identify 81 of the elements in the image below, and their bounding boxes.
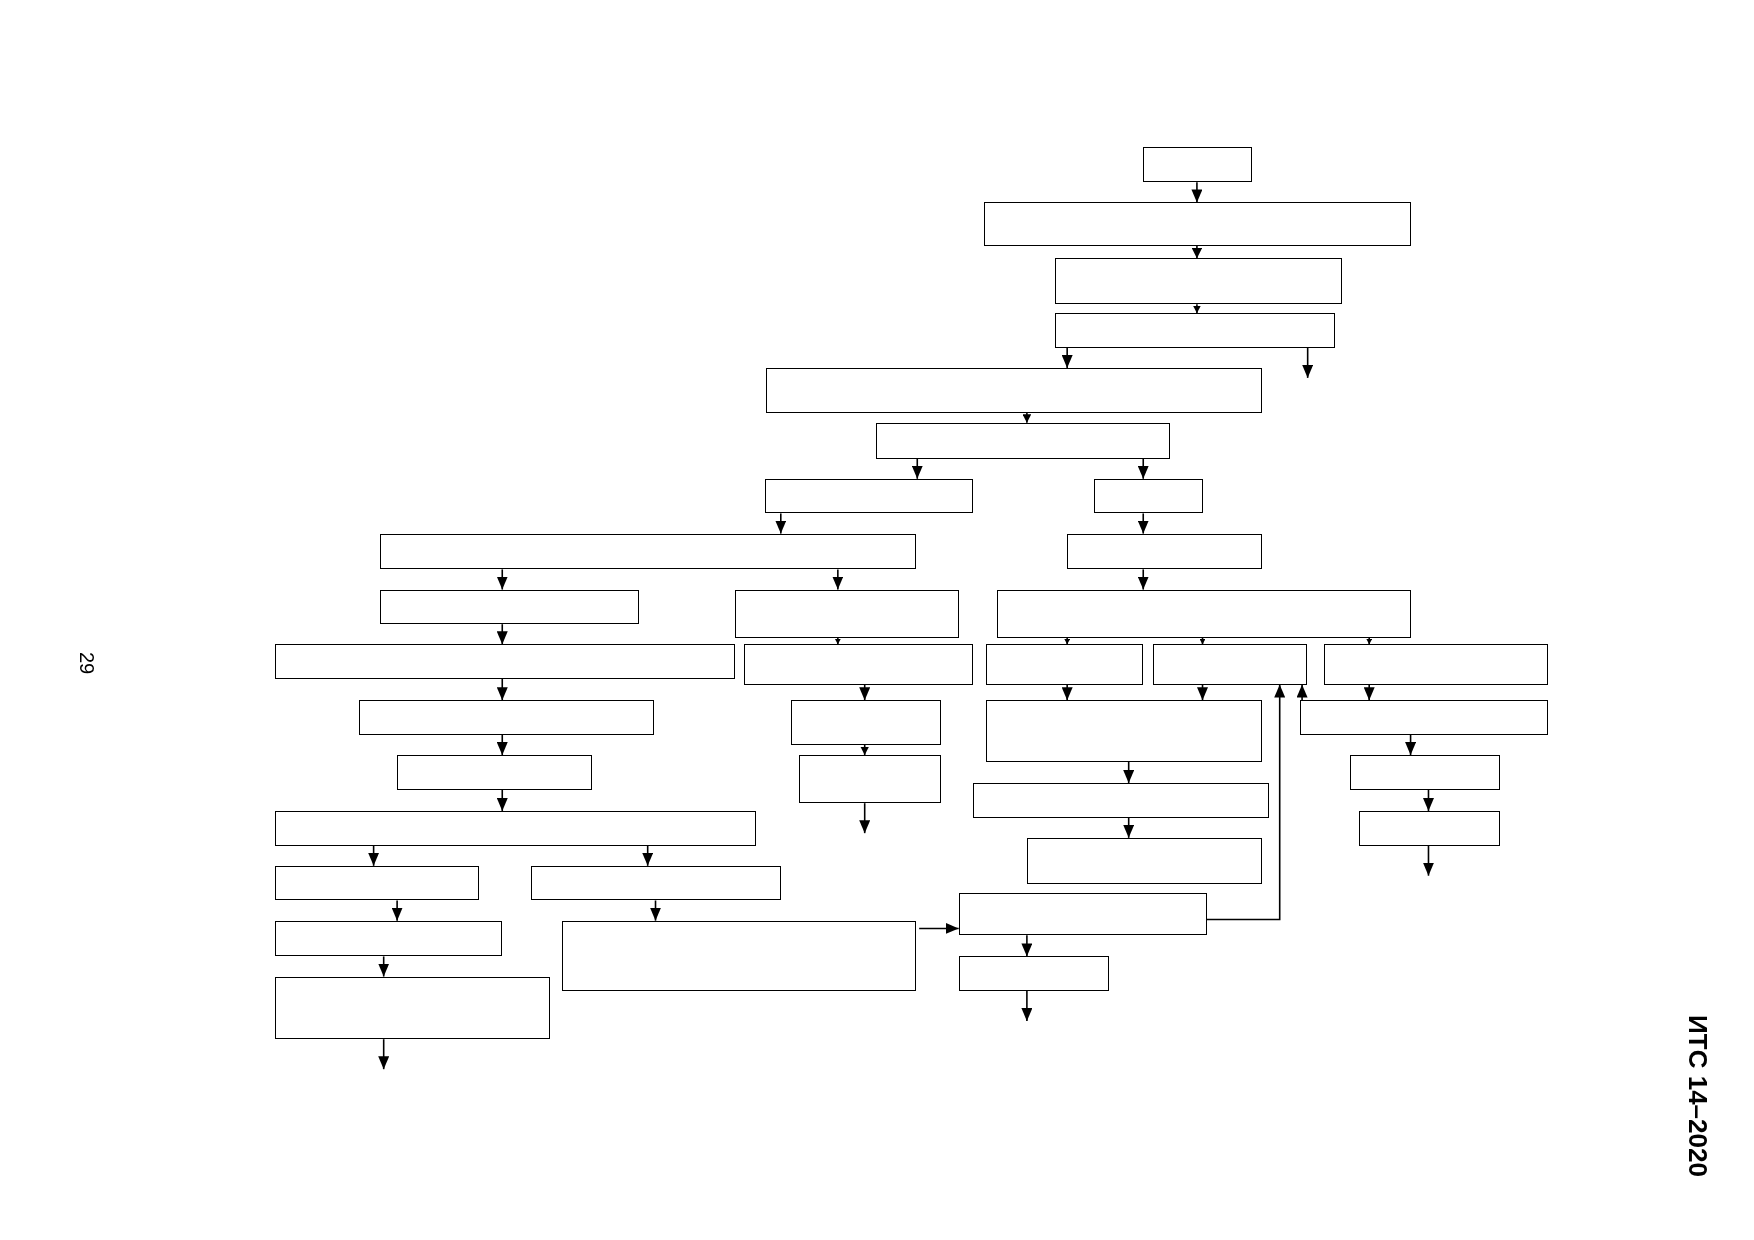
process-box bbox=[275, 865, 479, 901]
process-box bbox=[275, 811, 757, 846]
arrow bbox=[1021, 990, 1033, 1022]
arrow bbox=[1123, 761, 1135, 784]
arrow bbox=[1405, 734, 1417, 756]
process-box bbox=[1094, 478, 1203, 514]
process-box bbox=[359, 700, 655, 735]
process-box bbox=[1054, 313, 1335, 348]
process-box bbox=[985, 700, 1262, 762]
process-box bbox=[1153, 644, 1307, 685]
process-box bbox=[790, 700, 941, 745]
process-box bbox=[996, 589, 1411, 638]
arrow bbox=[835, 636, 841, 646]
page-number: 29 bbox=[76, 651, 97, 674]
process-box bbox=[275, 920, 503, 957]
arrow bbox=[1137, 568, 1149, 591]
process-box bbox=[1143, 146, 1252, 183]
process-box bbox=[1359, 811, 1501, 846]
arrow bbox=[859, 683, 871, 702]
process-box bbox=[380, 533, 917, 570]
process-box bbox=[985, 644, 1144, 685]
process-box bbox=[1324, 644, 1549, 685]
process-box bbox=[380, 589, 639, 625]
arrow bbox=[496, 678, 508, 702]
arrow bbox=[650, 899, 661, 922]
process-box bbox=[397, 755, 592, 790]
arrow bbox=[1423, 788, 1434, 812]
arrow bbox=[496, 623, 508, 646]
process-box bbox=[275, 644, 735, 679]
process-box bbox=[875, 422, 1171, 459]
process-box bbox=[973, 783, 1269, 818]
arrow bbox=[368, 844, 380, 867]
arrow bbox=[1363, 683, 1375, 702]
arrow bbox=[496, 788, 508, 812]
arrow bbox=[1061, 683, 1073, 702]
process-box bbox=[765, 478, 974, 514]
process-box bbox=[984, 202, 1411, 247]
arrow bbox=[378, 1038, 390, 1070]
arrow bbox=[1061, 347, 1073, 369]
process-box bbox=[1067, 533, 1262, 570]
arrow bbox=[1423, 844, 1434, 877]
arrow bbox=[918, 922, 960, 934]
arrow bbox=[1296, 683, 1308, 702]
process-box bbox=[1054, 258, 1343, 305]
arrow bbox=[1137, 512, 1149, 535]
arrow bbox=[775, 512, 787, 535]
arrow bbox=[391, 899, 403, 922]
process-box bbox=[766, 368, 1262, 413]
document-code: ИТС 14–2020 bbox=[1684, 1015, 1711, 1177]
process-box bbox=[958, 956, 1109, 992]
process-box bbox=[798, 755, 941, 804]
arrow bbox=[1064, 636, 1070, 646]
process-box bbox=[1026, 837, 1262, 884]
arrow bbox=[1199, 636, 1206, 646]
process-box bbox=[1299, 700, 1549, 735]
process-box bbox=[561, 920, 917, 992]
arrow bbox=[496, 734, 508, 756]
arrow bbox=[1197, 683, 1208, 702]
arrow bbox=[496, 568, 508, 591]
arrow bbox=[859, 802, 871, 834]
process-box bbox=[734, 589, 959, 638]
arrow bbox=[860, 744, 870, 756]
process-box bbox=[531, 865, 781, 901]
arrow bbox=[378, 955, 390, 978]
arrow bbox=[911, 457, 923, 480]
arrow bbox=[1206, 683, 1286, 921]
arrow bbox=[1193, 303, 1201, 314]
process-box bbox=[958, 892, 1207, 936]
arrow bbox=[1366, 636, 1373, 646]
process-box bbox=[743, 644, 974, 685]
arrow bbox=[1021, 934, 1033, 958]
arrow bbox=[1123, 816, 1135, 839]
arrow bbox=[1137, 457, 1149, 480]
arrow bbox=[1022, 411, 1032, 424]
arrow bbox=[642, 844, 654, 867]
process-box bbox=[275, 976, 551, 1040]
process-box bbox=[1350, 755, 1501, 790]
arrow bbox=[832, 568, 844, 591]
arrow bbox=[1191, 181, 1203, 204]
arrow bbox=[1191, 245, 1203, 260]
arrow bbox=[1302, 347, 1314, 379]
